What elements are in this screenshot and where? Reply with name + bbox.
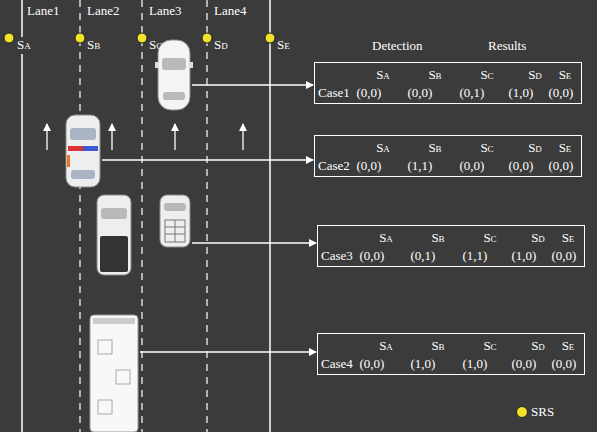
header-text: Results bbox=[488, 38, 526, 53]
lane-divider bbox=[206, 0, 207, 432]
detection-value: (0,0) bbox=[357, 85, 382, 100]
case-label: Case2 bbox=[318, 158, 350, 173]
sensor-header: SE bbox=[562, 338, 575, 355]
legend-swatch bbox=[516, 406, 528, 418]
direction-arrow bbox=[242, 124, 243, 150]
sensor-header: SE bbox=[562, 230, 575, 247]
sensor-label: SB bbox=[87, 37, 100, 54]
sensor-dot bbox=[75, 33, 85, 43]
result-box: SA SB SC SD SE Case4 (0,0) (1,0) (1,0) (0,0) (0,0) bbox=[317, 333, 585, 375]
sensor-header: SD bbox=[528, 67, 542, 84]
sensor-header: SB bbox=[431, 230, 444, 247]
detection-arrow bbox=[102, 159, 313, 160]
detection-value: (0,1) bbox=[411, 248, 436, 263]
sensor-header: SB bbox=[431, 338, 444, 355]
road-edge bbox=[269, 0, 271, 432]
detection-value: (0,0) bbox=[549, 158, 574, 173]
detection-value: (1,1) bbox=[408, 158, 433, 173]
detection-arrow bbox=[140, 351, 316, 352]
sensor-header: SA bbox=[376, 67, 390, 84]
direction-arrow bbox=[174, 124, 175, 150]
detection-value: (0,0) bbox=[552, 356, 577, 371]
lane-divider bbox=[79, 0, 80, 432]
sensor-header: SB bbox=[428, 67, 441, 84]
detection-value: (1,0) bbox=[509, 85, 534, 100]
sensor-header: SD bbox=[531, 230, 545, 247]
sensor-label: SD bbox=[214, 37, 228, 54]
detection-value: (0,0) bbox=[552, 248, 577, 263]
lane-label: Lane4 bbox=[214, 3, 246, 18]
detection-value: (0,0) bbox=[460, 158, 485, 173]
detection-value: (0,0) bbox=[357, 158, 382, 173]
detection-value: (0,1) bbox=[460, 85, 485, 100]
result-box: SA SB SC SD SE Case3 (0,0) (0,1) (1,1) (1,0) (0,0) bbox=[317, 225, 585, 267]
lane-label: Lane2 bbox=[87, 3, 119, 18]
result-box: SA SB SC SD SE Case1 (0,0) (0,0) (0,1) (1,0) (0,0) bbox=[314, 62, 582, 104]
case-label: Case1 bbox=[318, 85, 350, 100]
legend-text: SRS bbox=[531, 404, 554, 419]
sensor-header: SC bbox=[480, 140, 493, 157]
detection-value: (0,0) bbox=[549, 85, 574, 100]
sensor-header: SE bbox=[559, 67, 572, 84]
sensor-header: SA bbox=[376, 140, 390, 157]
sensor-header: SB bbox=[428, 140, 441, 157]
road-edge bbox=[21, 0, 23, 432]
detection-value: (1,0) bbox=[463, 356, 488, 371]
detection-value: (0,0) bbox=[360, 248, 385, 263]
case-label: Case4 bbox=[321, 356, 353, 371]
lane-label: Lane3 bbox=[149, 3, 181, 18]
sensor-header: SA bbox=[379, 338, 393, 355]
sensor-header: SD bbox=[531, 338, 545, 355]
detection-value: (1,0) bbox=[512, 248, 537, 263]
sensor-header: SA bbox=[379, 230, 393, 247]
detection-value: (1,1) bbox=[463, 248, 488, 263]
sensor-label: SE bbox=[277, 37, 290, 54]
detection-value: (1,0) bbox=[411, 356, 436, 371]
direction-arrow bbox=[46, 124, 47, 150]
lane-divider bbox=[141, 0, 142, 432]
sensor-dot bbox=[265, 33, 275, 43]
car-police bbox=[66, 115, 100, 187]
sensor-dot bbox=[202, 33, 212, 43]
result-box: SA SB SC SD SE Case2 (0,0) (1,1) (0,0) (0,0) (0,0) bbox=[314, 135, 582, 177]
lane-label: Lane1 bbox=[27, 3, 59, 18]
sensor-header: SC bbox=[483, 230, 496, 247]
direction-arrow bbox=[111, 124, 112, 150]
header-text: Detection bbox=[372, 38, 423, 53]
sensor-header: SD bbox=[528, 140, 542, 157]
sensor-dot bbox=[137, 33, 147, 43]
sensor-header: SC bbox=[483, 338, 496, 355]
sensor-header: SC bbox=[480, 67, 493, 84]
car-suv bbox=[160, 195, 190, 247]
detection-arrow bbox=[192, 242, 316, 243]
detection-value: (0,0) bbox=[408, 85, 433, 100]
sensor-label: SA bbox=[16, 37, 32, 54]
detection-value: (0,0) bbox=[512, 356, 537, 371]
bus bbox=[90, 315, 138, 432]
detection-value: (0,0) bbox=[360, 356, 385, 371]
detection-value: (0,0) bbox=[509, 158, 534, 173]
sensor-header: SE bbox=[559, 140, 572, 157]
detection-arrow bbox=[192, 84, 313, 85]
car-pickup bbox=[97, 195, 131, 275]
sensor-label: SC bbox=[149, 37, 162, 54]
sensor-dot bbox=[4, 33, 14, 43]
case-label: Case3 bbox=[321, 248, 353, 263]
